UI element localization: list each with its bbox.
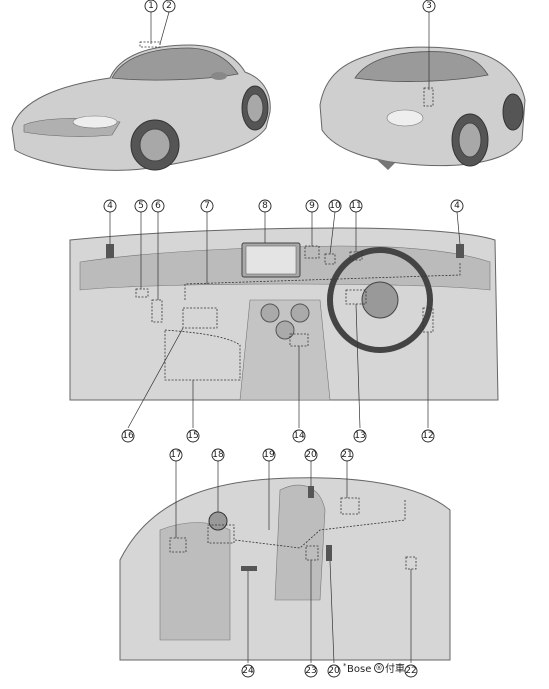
callout-circle: [186, 429, 200, 443]
callout-number: 5: [138, 201, 144, 211]
callout-circle: [151, 199, 165, 213]
callout-c8: 8: [258, 199, 272, 213]
footnote-brand: Bose: [347, 664, 371, 675]
callout-c20a: 20: [304, 448, 318, 462]
callout-c12: 12: [421, 429, 435, 443]
car-front-view: [11, 11, 271, 171]
callout-number: 1: [148, 1, 154, 11]
callout-circle: [211, 448, 225, 462]
callout-circle: [349, 199, 363, 213]
callout-circle: [241, 664, 255, 678]
callout-circle: [262, 448, 276, 462]
callout-circle: [134, 199, 148, 213]
callout-number: 11: [350, 201, 361, 211]
callout-number: 24: [242, 666, 254, 676]
callout-number: 20: [305, 450, 317, 460]
callout-circle: [169, 448, 183, 462]
callout-number: 22: [405, 666, 416, 676]
callout-number: 7: [204, 201, 210, 211]
callout-c4a: 4: [103, 199, 117, 213]
callout-circle: [304, 448, 318, 462]
callout-c5: 5: [134, 199, 148, 213]
callout-number: 3: [426, 1, 432, 11]
callout-c24: 24: [241, 664, 255, 678]
callout-number: 18: [212, 450, 224, 460]
callout-number: 4: [107, 201, 113, 211]
callout-circle: [421, 429, 435, 443]
callout-number: 6: [155, 201, 161, 211]
callout-c19: 19: [262, 448, 276, 462]
callout-circle: [328, 199, 342, 213]
callout-c21: 21: [340, 448, 354, 462]
callout-c16: 16: [121, 429, 135, 443]
callout-c7: 7: [200, 199, 214, 213]
cabin-view: [119, 461, 451, 664]
callout-number: 16: [122, 431, 134, 441]
callout-number: 10: [329, 201, 341, 211]
callout-number: 8: [262, 201, 268, 211]
callout-c9: 9: [305, 199, 319, 213]
callout-c2: 2: [162, 0, 176, 13]
footnote-suffix: 付車: [385, 662, 405, 675]
callout-circle: [258, 199, 272, 213]
callout-number: 4: [454, 201, 460, 211]
callout-c11: 11: [349, 199, 363, 213]
callout-c13: 13: [353, 429, 367, 443]
callout-c10: 10: [328, 199, 342, 213]
callout-number: 21: [341, 450, 352, 460]
callout-circle: [305, 199, 319, 213]
callout-c23: 23: [304, 664, 318, 678]
callout-c1: 1: [144, 0, 158, 13]
callout-number: 20: [328, 666, 340, 676]
footnote-star: *: [343, 662, 347, 670]
callout-number: 23: [305, 666, 316, 676]
callout-c3: 3: [422, 0, 436, 13]
callout-circle: [292, 429, 306, 443]
callout-circle: [162, 0, 176, 13]
callout-number: 12: [422, 431, 433, 441]
car-rear-view: [319, 12, 526, 170]
callout-circle: [327, 664, 341, 678]
callout-c17: 17: [169, 448, 183, 462]
callout-circle: [103, 199, 117, 213]
callout-circle: [304, 664, 318, 678]
callout-circle: [404, 664, 418, 678]
callout-c6: 6: [151, 199, 165, 213]
dashboard-view: [69, 211, 499, 429]
callout-circle: [450, 199, 464, 213]
callout-number: 17: [170, 450, 181, 460]
callout-circle: [121, 429, 135, 443]
callout-c4b: 4: [450, 199, 464, 213]
callout-circle: [144, 0, 158, 13]
callout-c20b: 20: [327, 664, 341, 678]
callout-c14: 14: [292, 429, 306, 443]
callout-number: 14: [293, 431, 305, 441]
callout-circle: [353, 429, 367, 443]
bose-footnote: * Bose ® 付車: [343, 662, 405, 675]
callout-c18: 18: [211, 448, 225, 462]
callout-circle: [200, 199, 214, 213]
callout-circle: [340, 448, 354, 462]
callout-c15: 15: [186, 429, 200, 443]
callout-number: 13: [354, 431, 365, 441]
callout-circle: [422, 0, 436, 13]
callout-c22: 22: [404, 664, 418, 678]
callout-number: 15: [187, 431, 198, 441]
callout-number: 2: [166, 1, 172, 11]
callout-number: 9: [309, 201, 315, 211]
footnote-symbol: ®: [376, 664, 383, 672]
callout-number: 19: [263, 450, 275, 460]
